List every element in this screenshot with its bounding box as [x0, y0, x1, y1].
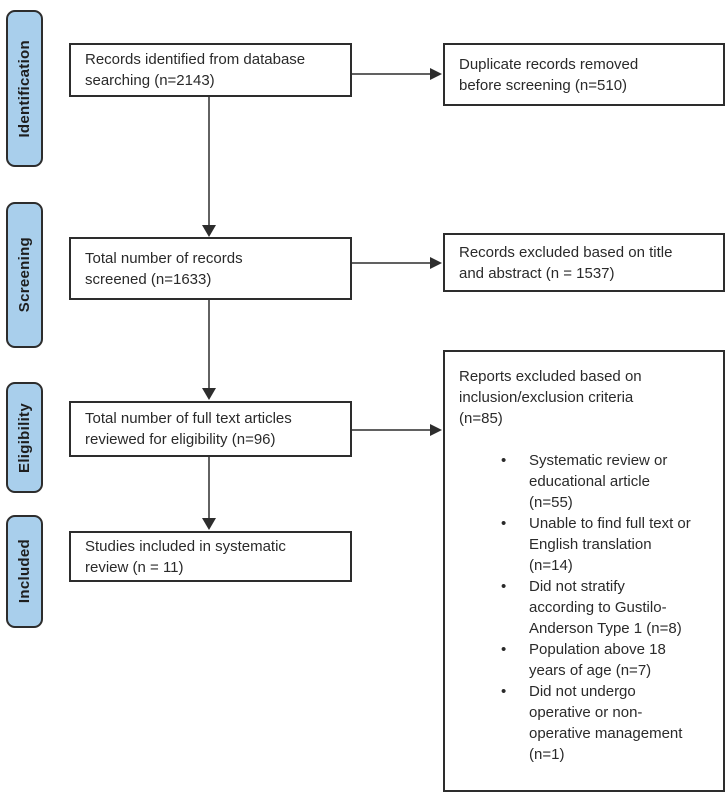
stage-label-identification: Identification — [6, 10, 43, 167]
flow-box-records-identified: Records identified from database searchi… — [69, 43, 352, 97]
arrow-screened-to-fulltext — [202, 300, 216, 400]
stage-label-screening-text: Screening — [16, 237, 33, 313]
arrow-fulltext-to-reports-excluded — [352, 424, 442, 436]
exclusion-reason-item: Did not undergo operative or non- operat… — [459, 681, 715, 765]
flow-box-fulltext-reviewed-text: Total number of full text articles revie… — [85, 410, 292, 448]
flow-box-records-identified-text: Records identified from database searchi… — [85, 51, 306, 89]
side-box-excluded-title-abstract-text: Records excluded based on title and abst… — [459, 243, 673, 282]
stage-label-eligibility: Eligibility — [6, 382, 43, 493]
flow-box-fulltext-reviewed: Total number of full text articles revie… — [69, 401, 352, 457]
exclusion-reason-item: Unable to find full text or English tran… — [459, 513, 715, 576]
arrow-identified-to-screened — [202, 97, 216, 237]
side-box-reports-excluded: Reports excluded based on inclusion/excl… — [443, 350, 725, 792]
stage-label-included-text: Included — [16, 539, 33, 604]
arrow-fulltext-to-included — [202, 457, 216, 530]
flow-box-studies-included: Studies included in systematic review (n… — [69, 531, 352, 582]
side-box-duplicates-removed-text: Duplicate records removed before screeni… — [459, 55, 639, 94]
arrow-screened-to-excluded — [352, 257, 442, 269]
side-box-excluded-title-abstract: Records excluded based on title and abst… — [443, 233, 725, 292]
flow-box-studies-included-text: Studies included in systematic review (n… — [85, 537, 286, 576]
flow-box-records-screened-text: Total number of records screened (n=1633… — [85, 249, 243, 288]
arrow-identified-to-duplicates — [352, 68, 442, 80]
side-box-duplicates-removed: Duplicate records removed before screeni… — [443, 43, 725, 106]
stage-label-included: Included — [6, 515, 43, 628]
exclusion-reason-item: Did not stratify according to Gustilo- A… — [459, 576, 715, 639]
side-box-reports-excluded-heading: Reports excluded based on inclusion/excl… — [459, 368, 642, 427]
stage-label-identification-text: Identification — [16, 39, 33, 138]
flow-box-records-screened: Total number of records screened (n=1633… — [69, 237, 352, 300]
exclusion-reasons-list: Systematic review or educational article… — [459, 450, 715, 765]
exclusion-reason-item: Systematic review or educational article… — [459, 450, 715, 513]
exclusion-reason-item: Population above 18 years of age (n=7) — [459, 639, 715, 681]
stage-label-eligibility-text: Eligibility — [16, 402, 33, 473]
stage-label-screening: Screening — [6, 202, 43, 348]
